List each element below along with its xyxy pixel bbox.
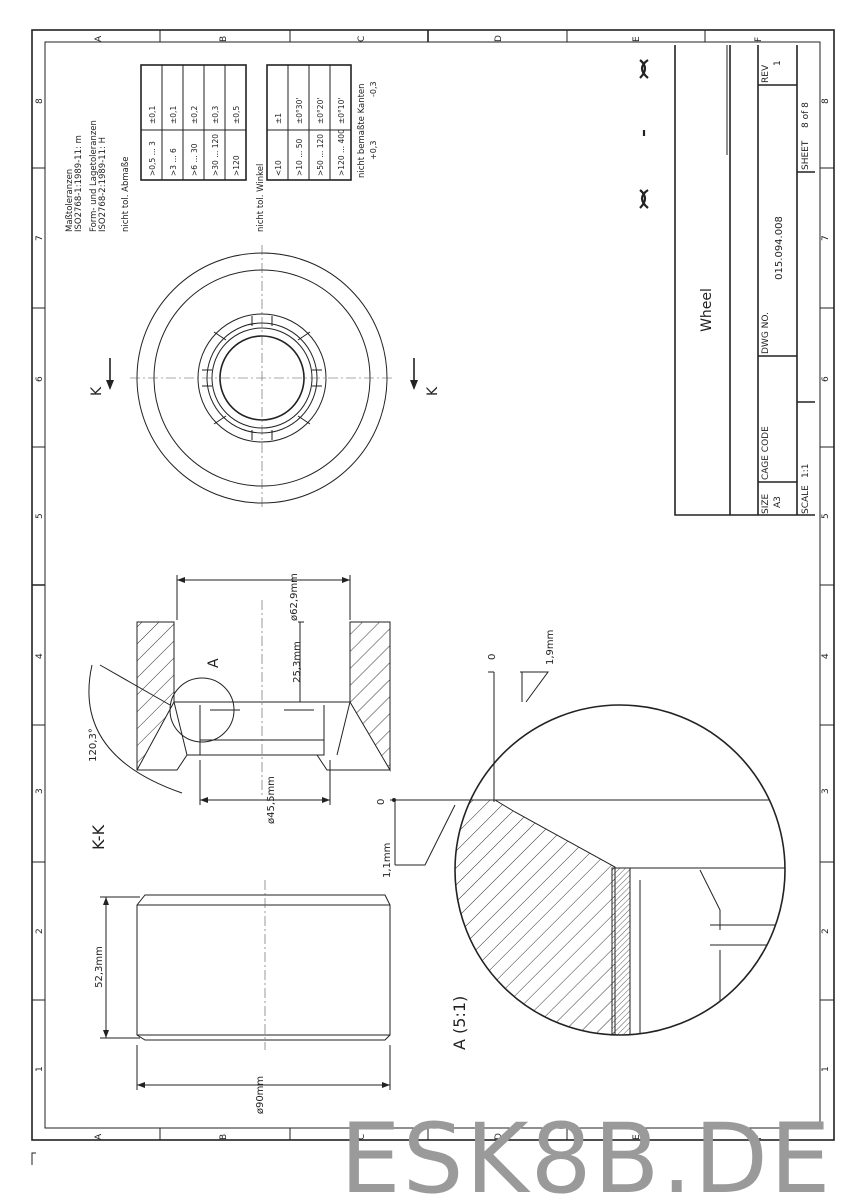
frame-row-label: 2 <box>35 928 45 934</box>
edges-plus: +0,3 <box>369 141 378 160</box>
detail-zero-b: 0 <box>376 799 387 805</box>
dim-inner-bore: ø45,5mm <box>266 776 277 824</box>
dim-outer-diameter: ø90mm <box>255 1076 266 1114</box>
tolerance-value: ±0,1 <box>148 106 157 124</box>
angular-tolerance-table: <10 ±1 >10 ... 50 ±0°30' >50 ... 120 ±0°20' >1… <box>266 64 352 181</box>
rev-value: 1 <box>773 60 783 66</box>
tolerance-range: >50 ... 120 <box>316 134 325 176</box>
tolerance-value: ±0,3 <box>211 106 220 124</box>
dim-width: 52,3mm <box>94 946 105 988</box>
tolerance-value: ±1 <box>274 113 283 124</box>
frame-row-label: 5 <box>35 513 45 519</box>
frame-column-label: E <box>632 36 642 42</box>
cage-code-label: CAGE CODE <box>761 426 771 480</box>
front-view: K K <box>89 245 441 510</box>
scale-value: 1:1 <box>801 464 811 478</box>
tolerance-value: ±0,5 <box>232 106 241 124</box>
frame-column-label: C <box>357 36 367 42</box>
sheet-value: 8 of 8 <box>801 102 811 128</box>
section-marker-left: K <box>89 386 105 396</box>
frame-row-label: 8 <box>821 98 831 104</box>
tolerance-range: >0,5 ... 3 <box>148 141 157 176</box>
rev-label: REV <box>761 64 771 83</box>
edges-minus: -0,3 <box>369 81 378 97</box>
angular-tolerance-title: nicht tol. Winkel <box>256 164 266 232</box>
tol-heading-2: Form- und Lagetoleranzen <box>89 120 99 232</box>
frame-column-label: A <box>94 1133 104 1140</box>
tolerance-notes: Maßtoleranzen ISO2768-1:1989-11: m Form-… <box>65 64 378 232</box>
detail-zero-a: 0 <box>487 654 498 660</box>
size-value: A3 <box>773 496 783 508</box>
frame-row-label: 7 <box>821 235 831 241</box>
side-view: 52,3mm ø90mm <box>94 880 391 1114</box>
frame-row-label: 8 <box>35 98 45 104</box>
drawing-title: Wheel <box>699 288 715 332</box>
frame-column-label: D <box>494 35 504 42</box>
tolerance-value: ±0,2 <box>190 106 199 124</box>
linear-tolerance-table: >0,5 ... 3 ±0,1 >3 ... 6 ±0,1 >6 ... 30 ±0,2 >… <box>140 64 247 181</box>
frame-column-label: A <box>94 35 104 42</box>
frame-column-label: F <box>754 1135 764 1140</box>
frame-row-label: 4 <box>821 653 831 659</box>
size-label: SIZE <box>761 493 771 514</box>
frame-row-label: 7 <box>35 235 45 241</box>
linear-tolerance-title: nicht tol. Abmaße <box>121 157 131 232</box>
frame-row-label: 1 <box>35 1066 45 1072</box>
dwg-no-label: DWG NO. <box>761 312 771 354</box>
frame-column-label: D <box>494 1133 504 1140</box>
tol-heading-1: Maßtoleranzen <box>65 169 75 232</box>
detail-offset-b: 1,1mm <box>382 843 393 878</box>
drawing-frame <box>31 29 835 1165</box>
frame-row-label: 4 <box>35 653 45 659</box>
tolerance-range: >120 ... 400 <box>337 129 346 176</box>
tolerance-range: >30 ... 120 <box>211 134 220 176</box>
tolerance-value: ±0°30' <box>295 98 304 124</box>
frame-row-label: 6 <box>821 376 831 382</box>
tolerance-value: ±0°10' <box>337 98 346 124</box>
title-block: Wheel SIZE A3 CAGE CODE DWG NO. 015.094.… <box>674 45 815 516</box>
tol-standard-1: ISO2768-1:1989-11: m <box>74 135 84 232</box>
tolerance-range: >3 ... 6 <box>169 148 178 176</box>
dwg-number: 015.094.008 <box>774 216 785 280</box>
detail-label: A (5:1) <box>450 996 469 1050</box>
dim-angle: 120,3° <box>88 728 99 762</box>
frame-row-label: 2 <box>821 928 831 934</box>
tolerance-value: ±0°20' <box>316 98 325 124</box>
sheet-label: SHEET <box>801 140 811 170</box>
detail-offset: 1,9mm <box>545 630 556 665</box>
frame-column-label: F <box>754 37 764 42</box>
frame-zone-labels: A A B B C C D D E E F F 8 8 7 7 6 6 5 5 4 4 3 3 2 2 1 1 <box>35 35 831 1140</box>
scale-label: SCALE <box>801 485 811 514</box>
edges-title: nicht bemaßte Kanten <box>357 83 367 178</box>
frame-row-label: 3 <box>821 788 831 794</box>
tolerance-range: >120 <box>232 155 241 176</box>
partial-marks <box>639 59 649 209</box>
dim-outer-bore: ø62,9mm <box>289 573 300 621</box>
frame-column-label: B <box>219 1134 229 1140</box>
dim-depth: 25,3mm <box>292 641 303 683</box>
tolerance-value: ±0,1 <box>169 106 178 124</box>
section-marker-right: K <box>425 386 441 396</box>
frame-row-label: 6 <box>35 376 45 382</box>
frame-row-label: 3 <box>35 788 45 794</box>
detail-marker: A <box>206 658 222 668</box>
detail-view: 0 1,9mm 0 1,1mm A (5:1) <box>376 630 786 1050</box>
frame-column-label: E <box>632 1134 642 1140</box>
section-view: ø62,9mm 25,3mm ø45,5mm 120,3° A K-K <box>88 573 391 850</box>
tolerance-range: <10 <box>274 160 283 176</box>
tolerance-range: >6 ... 30 <box>190 143 199 176</box>
frame-column-label: C <box>357 1134 367 1140</box>
tolerance-range: >10 ... 50 <box>295 138 304 176</box>
frame-column-label: B <box>219 36 229 42</box>
watermark: ESK8B.DE <box>340 1103 833 1200</box>
section-label: K-K <box>89 824 108 850</box>
tol-standard-2: ISO2768-2:1989-11: H <box>98 137 108 232</box>
frame-row-label: 1 <box>821 1066 831 1072</box>
frame-row-label: 5 <box>821 513 831 519</box>
